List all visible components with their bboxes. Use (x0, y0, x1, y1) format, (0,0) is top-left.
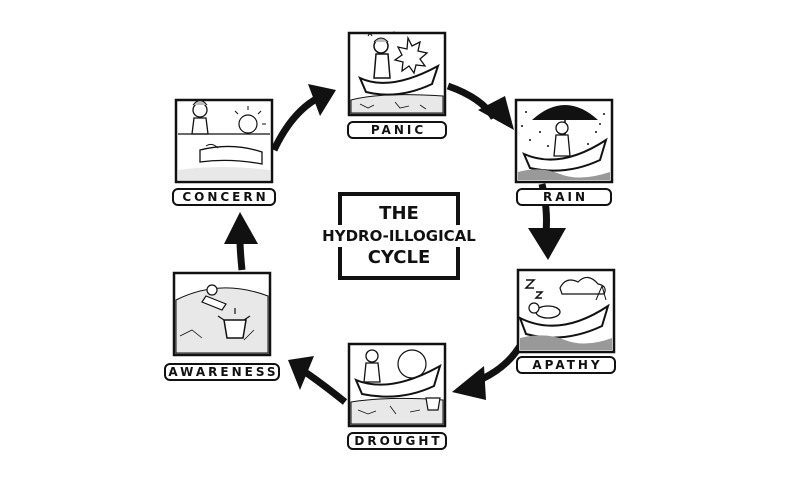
stage-label-rain: RAIN (516, 188, 612, 206)
stage-label-concern: CONCERN (172, 188, 276, 206)
title-line-hydro-illogical: HYDRO-ILLOGICAL (318, 225, 480, 247)
panel-drought (347, 342, 447, 428)
arrow-awareness-to-concern (224, 212, 258, 271)
panel-apathy (516, 268, 616, 354)
arrow-panic-to-rain (446, 82, 514, 130)
arrow-apathy-to-drought (452, 344, 523, 400)
arrow-drought-to-awareness (288, 356, 348, 405)
panel-panic (347, 31, 447, 117)
stage-label-apathy: APATHY (516, 356, 616, 374)
arrow-concern-to-panic (270, 84, 336, 152)
stage-label-awareness: AWARENESS (164, 363, 280, 381)
diagram-title-box: THE HYDRO-ILLOGICAL CYCLE (318, 192, 480, 280)
panel-rain (514, 98, 614, 184)
title-line-cycle: CYCLE (367, 247, 431, 268)
stage-label-drought: DROUGHT (347, 432, 447, 450)
title-line-the: THE (379, 203, 419, 224)
panel-awareness (172, 271, 272, 357)
stage-label-panic: PANIC (347, 121, 447, 139)
panel-concern (174, 98, 274, 184)
